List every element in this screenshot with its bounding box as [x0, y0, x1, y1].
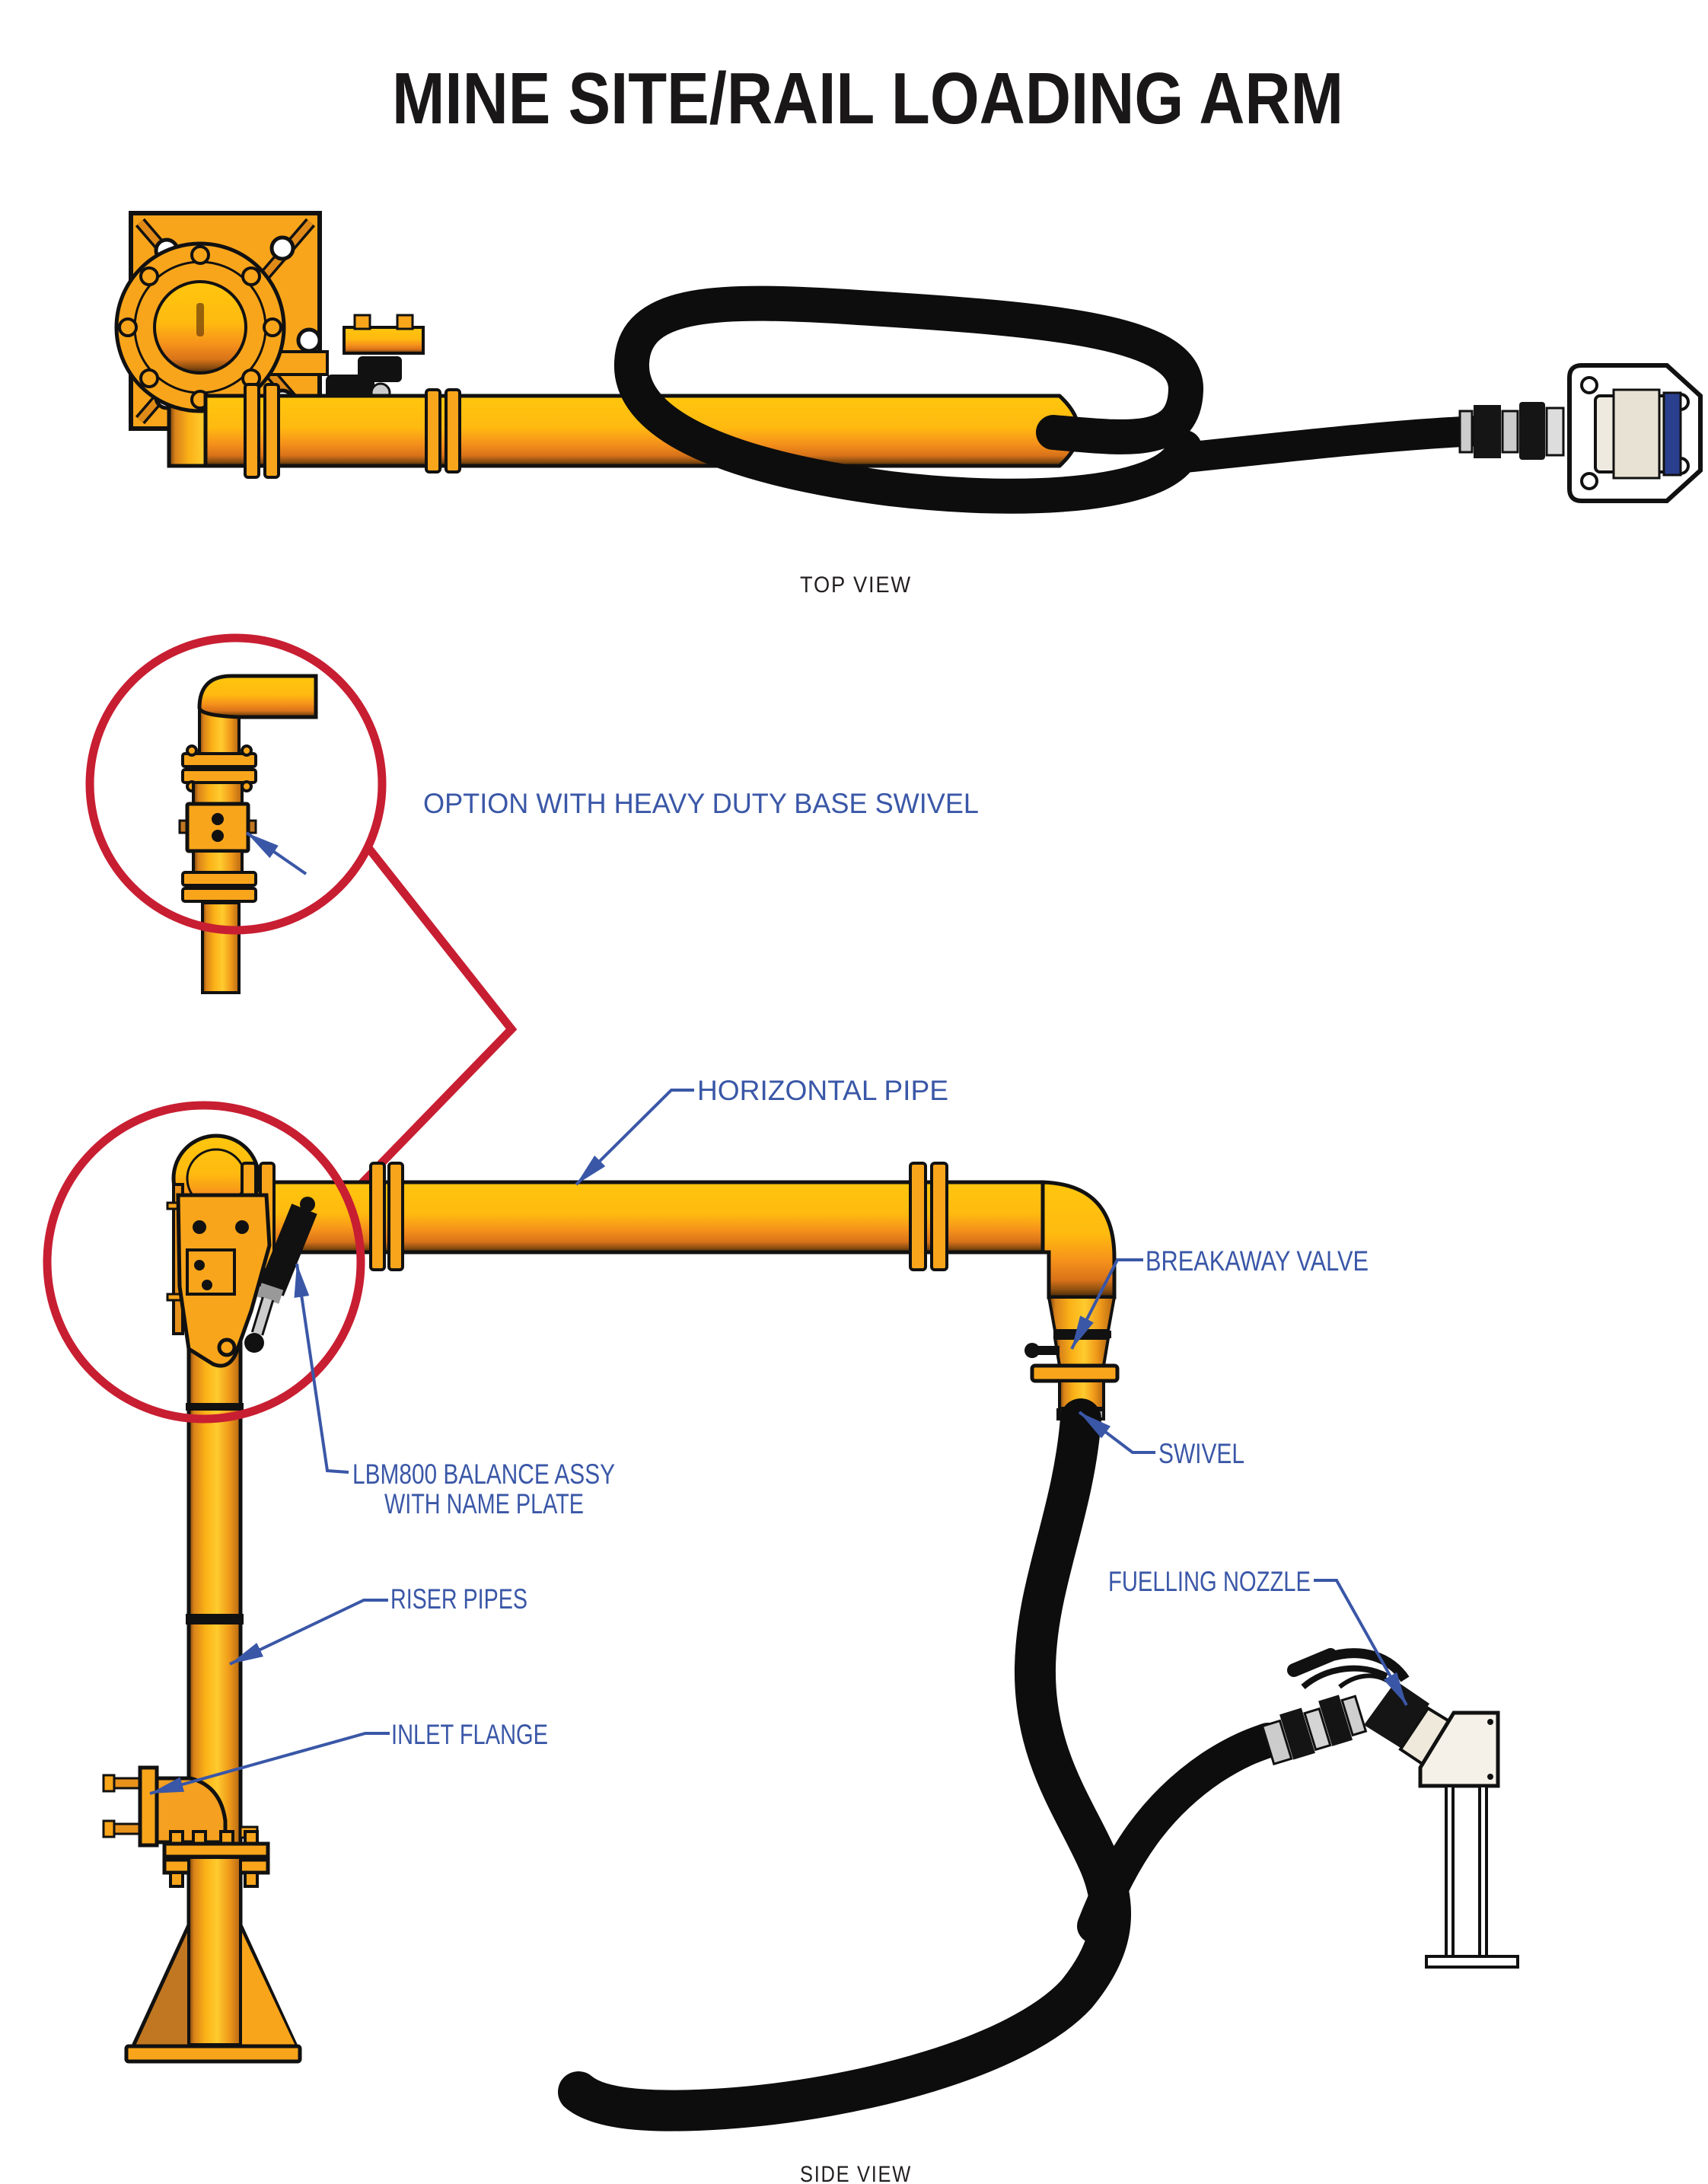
drop-flange	[1030, 1363, 1120, 1383]
holster-base	[1425, 1955, 1519, 1969]
detail-neck-lower	[192, 850, 244, 874]
detail-connector	[355, 846, 518, 1191]
label-fuelling-nozzle: FUELLING NOZZLE	[1108, 1566, 1311, 1597]
inlet-bolt	[110, 1777, 143, 1790]
hose-main	[558, 1398, 1132, 2131]
label-swivel: SWIVEL	[1158, 1438, 1244, 1469]
detail-arrow	[245, 831, 308, 875]
leader-balance-assy	[294, 1263, 349, 1474]
grease-nipple	[212, 813, 224, 825]
inlet-bolt	[110, 1822, 143, 1835]
detail-elbow	[197, 674, 318, 719]
holster-leg	[1445, 1784, 1455, 1959]
detail-circle	[85, 633, 387, 935]
top-view-drawing: TOP VIEW	[114, 211, 1703, 598]
grease-nipple	[212, 830, 224, 842]
rod-clevis	[244, 1333, 264, 1353]
base-cone	[129, 1856, 300, 2050]
top-hose	[613, 285, 1203, 514]
label-inlet-flange: INLET FLANGE	[391, 1719, 548, 1750]
drop-segment	[1047, 1296, 1117, 1332]
detail-flange-lower	[181, 871, 257, 903]
base-flange-bolts	[118, 245, 282, 410]
base-plate	[124, 2044, 302, 2064]
pipe-flange-pair	[244, 383, 461, 479]
page-title: MINE SITE/RAIL LOADING ARM	[392, 58, 1343, 139]
nozzle-holster	[1418, 1711, 1500, 1788]
top-hose-run	[1163, 416, 1496, 473]
vent-valve	[343, 314, 425, 382]
holster-leg	[1478, 1784, 1488, 1959]
drop-segment	[1053, 1337, 1111, 1367]
detail-neck-upper	[192, 781, 244, 805]
detail-swivel-block	[178, 802, 257, 853]
flange-key	[196, 303, 204, 336]
leader-inlet-flange	[149, 1732, 390, 1795]
label-balance-assy-line1: LBM800 BALANCE ASSY	[352, 1459, 615, 1490]
hose-return	[1077, 1723, 1286, 1943]
riser-joint-band	[186, 1403, 244, 1411]
leader-riser-pipes	[229, 1599, 388, 1666]
label-horizontal-pipe: HORIZONTAL PIPE	[697, 1075, 948, 1106]
top-view-caption: TOP VIEW	[800, 572, 912, 598]
nozzle-receptacle	[1567, 363, 1703, 503]
fuelling-nozzle-body	[1364, 1681, 1429, 1748]
inlet-flange-plate	[138, 1765, 159, 1848]
label-breakaway-valve: BREAKAWAY VALVE	[1146, 1245, 1369, 1277]
option-note-label: OPTION WITH HEAVY DUTY BASE SWIVEL	[423, 788, 979, 819]
fuelling-nozzle-assembly	[1287, 1648, 1519, 1969]
detail-callout: OPTION WITH HEAVY DUTY BASE SWIVEL	[85, 633, 979, 1191]
detail-pipe	[201, 901, 241, 994]
breakaway-valve-body	[1024, 1343, 1060, 1358]
cylinder-rod	[253, 1297, 272, 1335]
inlet-elbow	[155, 1776, 228, 1844]
leader-horizontal-pipe	[575, 1089, 694, 1186]
label-balance-assy-line2: WITH NAME PLATE	[384, 1488, 584, 1519]
leader-swivel	[1078, 1411, 1155, 1454]
leader-breakaway-valve	[1070, 1258, 1143, 1350]
detail-flange-upper	[181, 744, 257, 792]
label-riser-pipes: RISER PIPES	[390, 1583, 527, 1615]
balance-assembly	[166, 1183, 317, 1368]
riser-band	[186, 1614, 244, 1624]
side-horizontal-pipe	[190, 1180, 1045, 1255]
leader-fuelling-nozzle	[1314, 1579, 1408, 1706]
gas-cylinder	[258, 1204, 317, 1296]
cylinder-mount	[300, 1197, 315, 1212]
nozzle-couplings	[1260, 1695, 1368, 1766]
receptacle-slot	[1662, 391, 1682, 477]
side-view-drawing: SIDE VIEW	[43, 1101, 1519, 2184]
right-elbow	[1040, 1180, 1117, 1299]
side-view-caption: SIDE VIEW	[800, 2162, 912, 2184]
callout-labels: HORIZONTAL PIPE BREAKAWAY VALVE SWIVEL L…	[149, 1075, 1408, 1795]
side-detail-circle	[43, 1101, 365, 1424]
hose-couplings	[1458, 402, 1565, 460]
